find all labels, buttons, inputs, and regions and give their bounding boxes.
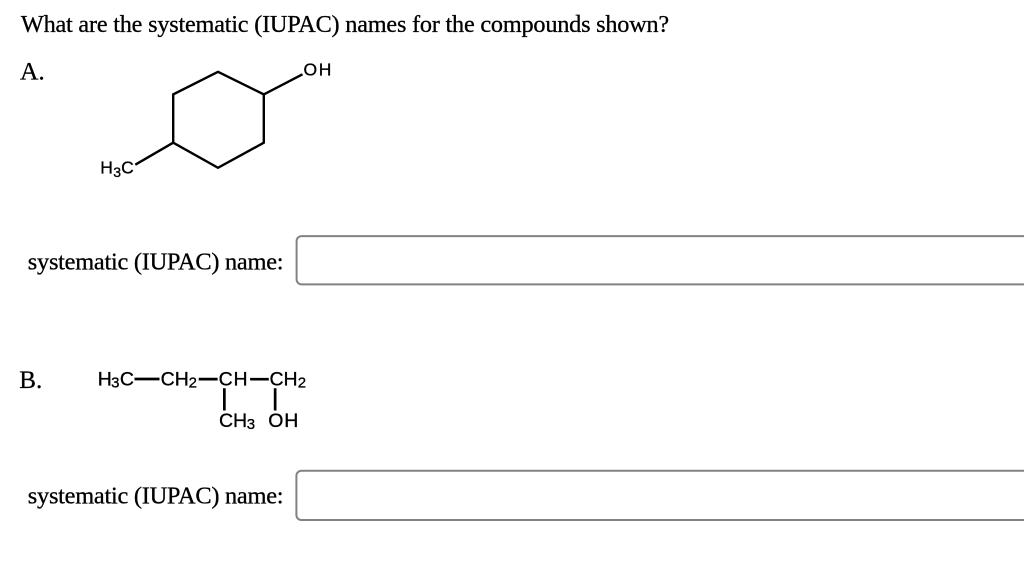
svg-text:H: H <box>98 368 112 390</box>
svg-text:2: 2 <box>298 375 306 392</box>
svg-text:H: H <box>284 368 298 390</box>
svg-text:systematic (IUPAC) name:: systematic (IUPAC) name: <box>28 249 283 276</box>
svg-text:H: H <box>234 368 248 390</box>
svg-text:C: C <box>161 368 175 390</box>
svg-text:2: 2 <box>189 375 197 392</box>
svg-text:What are the systematic (IUPAC: What are the systematic (IUPAC) names fo… <box>21 11 669 38</box>
svg-text:C: C <box>219 368 233 390</box>
svg-text:H: H <box>175 368 189 390</box>
svg-text:C: C <box>270 368 284 390</box>
svg-text:systematic (IUPAC) name:: systematic (IUPAC) name: <box>28 482 283 509</box>
svg-text:B.: B. <box>19 367 42 394</box>
svg-text:C: C <box>219 410 233 432</box>
svg-text:H: H <box>100 158 113 178</box>
svg-text:A.: A. <box>20 56 45 85</box>
svg-text:3: 3 <box>113 164 121 180</box>
svg-text:H: H <box>233 410 247 432</box>
svg-text:C: C <box>121 158 134 178</box>
svg-text:O: O <box>304 60 318 80</box>
svg-text:3: 3 <box>111 375 119 392</box>
svg-text:H: H <box>319 60 332 80</box>
svg-text:H: H <box>284 410 298 432</box>
svg-text:3: 3 <box>247 416 255 433</box>
svg-text:C: C <box>120 368 134 390</box>
svg-text:O: O <box>268 410 283 432</box>
